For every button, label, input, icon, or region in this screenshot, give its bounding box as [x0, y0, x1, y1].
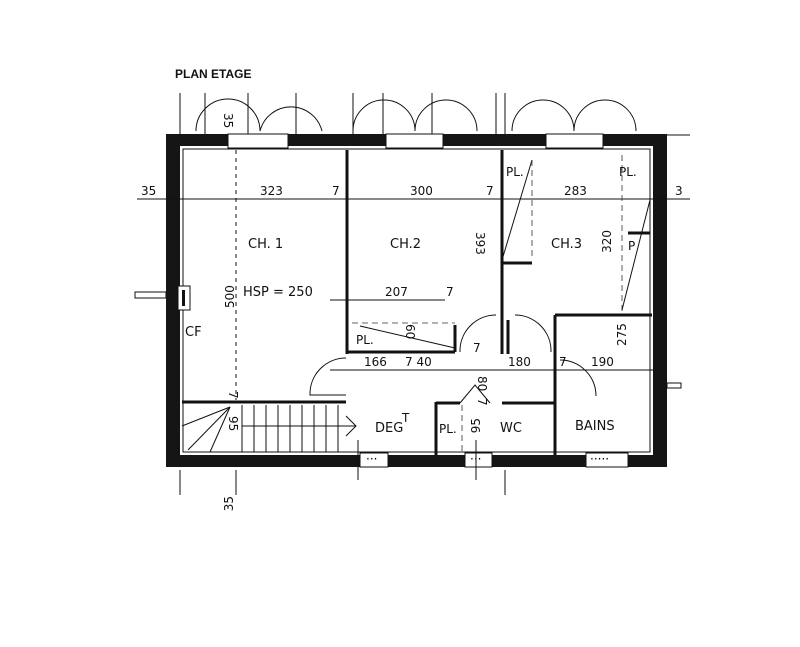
dim-left-35: 35 — [141, 184, 156, 198]
dimension-lines — [137, 150, 690, 495]
label-placard-ch3-c: P — [628, 239, 635, 253]
room-label-degagement-sup: T — [401, 411, 410, 425]
staircase — [181, 405, 357, 453]
dim-7e: 7 — [559, 355, 567, 369]
dim-180: 180 — [508, 355, 531, 369]
dim-80: 80 — [475, 376, 489, 391]
windows: ··· ··· ····· — [134, 133, 682, 468]
ceiling-height: HSP = 250 — [243, 285, 313, 300]
dim-275: 275 — [615, 323, 629, 346]
dim-bottom-35: 35 — [222, 496, 236, 511]
svg-text:···: ··· — [366, 452, 377, 466]
dim-top-35: 35 — [221, 113, 235, 128]
dim-7c: 7 — [446, 285, 454, 299]
svg-text:·····: ····· — [590, 452, 609, 466]
label-placard-ch3-a: PL. — [506, 165, 524, 179]
dim-283: 283 — [564, 184, 587, 198]
chimney-flue-core — [182, 290, 185, 306]
interior-walls — [182, 150, 652, 455]
dim-207: 207 — [385, 285, 408, 299]
door-swings — [309, 314, 597, 404]
dim-7d: 7 — [473, 341, 481, 355]
room-label-ch2: CH.2 — [390, 237, 421, 252]
room-label-degagement: DEG — [375, 421, 403, 436]
room-label-ch1: CH. 1 — [248, 237, 283, 252]
dim-7f: 7 — [475, 398, 489, 406]
dim-7a: 7 — [332, 184, 340, 198]
dim-95b: 95 — [469, 418, 483, 433]
dim-320: 320 — [600, 230, 614, 253]
dim-166: 166 — [364, 355, 387, 369]
dim-393: 393 — [473, 232, 487, 255]
plan-title: PLAN ETAGE — [175, 67, 252, 81]
french-window-swings — [179, 93, 690, 136]
dim-7g: 7 — [226, 391, 240, 399]
label-placard-ch3-b: PL. — [619, 165, 637, 179]
label-placard-ch2: PL. — [356, 333, 374, 347]
dim-323: 323 — [260, 184, 283, 198]
dim-190: 190 — [591, 355, 614, 369]
label-cf: CF — [185, 325, 202, 340]
dim-500: 500 — [223, 285, 237, 308]
dim-60: 60 — [403, 324, 417, 339]
dim-right-3: 3 — [675, 184, 683, 198]
dim-300: 300 — [410, 184, 433, 198]
dim-7b: 7 — [486, 184, 494, 198]
dim-95a: 95 — [226, 416, 240, 431]
dim-7-40: 7 40 — [405, 355, 432, 369]
room-label-wc: WC — [500, 421, 522, 436]
room-label-bains: BAINS — [575, 419, 615, 434]
room-label-ch3: CH.3 — [551, 237, 582, 252]
label-placard-wc: PL. — [439, 422, 457, 436]
